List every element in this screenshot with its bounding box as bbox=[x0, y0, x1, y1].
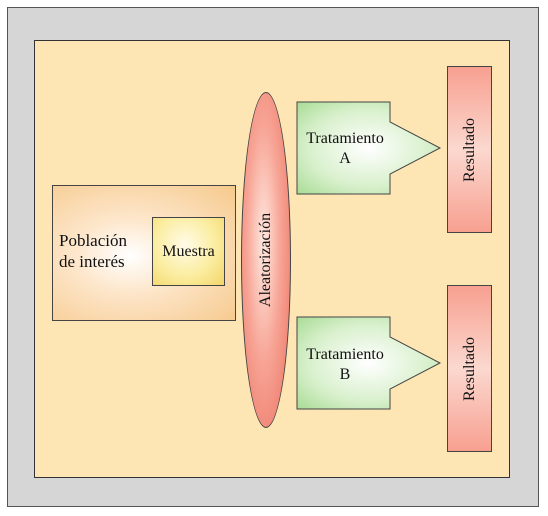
treatment-a-label-line2: A bbox=[339, 150, 351, 167]
treatment-b-arrow-shape bbox=[296, 316, 442, 410]
treatment-b-label-line2: B bbox=[339, 366, 351, 383]
randomization-label: Aleatorización bbox=[257, 212, 274, 308]
treatment-a-arrow bbox=[296, 101, 442, 195]
population-label: Población de interés bbox=[59, 230, 127, 272]
treatment-b-arrow bbox=[296, 316, 442, 410]
sample-label: Muestra bbox=[162, 242, 215, 260]
treatment-b-label-line1: Tratamiento bbox=[306, 346, 384, 363]
treatment-a-label-line1: Tratamiento bbox=[306, 130, 384, 147]
sample-box: Muestra bbox=[152, 217, 225, 286]
result-b-label: Resultado bbox=[460, 336, 478, 401]
result-a-label: Resultado bbox=[460, 117, 478, 182]
treatment-a-label: Tratamiento A bbox=[296, 129, 394, 169]
result-a-box: Resultado bbox=[447, 66, 492, 233]
result-b-box: Resultado bbox=[447, 285, 492, 452]
treatment-a-arrow-shape bbox=[296, 101, 442, 195]
population-box: Población de interés Muestra bbox=[52, 185, 236, 321]
treatment-b-label: Tratamiento B bbox=[296, 345, 394, 385]
population-label-line1: Población bbox=[59, 231, 127, 250]
population-label-line2: de interés bbox=[59, 252, 125, 271]
randomization-ellipse: Aleatorización bbox=[241, 92, 291, 428]
